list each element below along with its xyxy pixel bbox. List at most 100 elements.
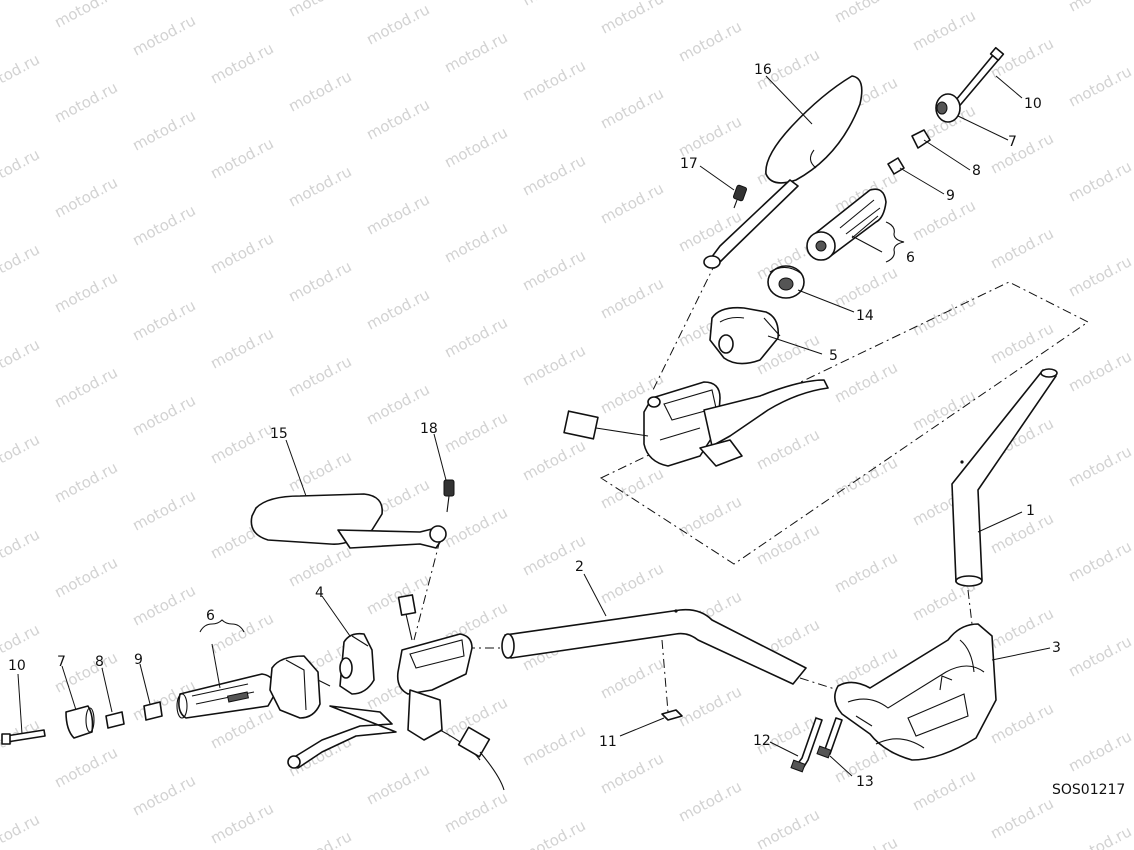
right-switch-housing <box>709 306 781 365</box>
watermark-text: motod.ru <box>285 827 354 850</box>
left-switch-cover-4 <box>339 632 375 695</box>
watermark-text: motod.ru <box>129 771 198 819</box>
watermark-text: motod.ru <box>129 296 198 344</box>
watermark-text: motod.ru <box>675 112 744 160</box>
watermark-text: motod.ru <box>0 335 43 383</box>
callout-9-right: 9 <box>946 188 955 204</box>
watermark-text: motod.ru <box>51 363 120 411</box>
watermark-text: motod.ru <box>51 268 120 316</box>
watermark-text: motod.ru <box>207 609 276 657</box>
callout-10-right: 10 <box>1024 96 1042 112</box>
watermark-text: motod.ru <box>51 458 120 506</box>
callout-14: 14 <box>856 308 874 324</box>
watermark-text: motod.ru <box>831 453 900 501</box>
watermark-text: motod.ru <box>285 447 354 495</box>
watermark-text: motod.ru <box>519 721 588 769</box>
watermark-text: motod.ru <box>207 799 276 847</box>
callout-12: 12 <box>753 733 771 749</box>
watermark-text: motod.ru <box>363 570 432 618</box>
watermark-text: motod.ru <box>909 386 978 434</box>
callout-9-left: 9 <box>134 652 143 668</box>
right-mirror <box>703 75 863 269</box>
watermark-text: motod.ru <box>831 833 900 850</box>
bar-end-spacer-8-right <box>911 129 931 149</box>
callout-7-left: 7 <box>57 654 66 670</box>
watermark-text: motod.ru <box>285 162 354 210</box>
bar-end-spacer-8-left <box>105 711 125 729</box>
callout-11: 11 <box>599 734 617 750</box>
callout-18: 18 <box>420 421 438 437</box>
left-mirror <box>250 493 447 549</box>
watermark-text: motod.ru <box>441 503 510 551</box>
right-grip <box>806 188 887 261</box>
watermark-text: motod.ru <box>831 0 900 27</box>
watermark-text: motod.ru <box>597 749 666 797</box>
watermark-text: motod.ru <box>285 67 354 115</box>
bar-end-weight-7-left <box>65 705 95 739</box>
watermark-text: motod.ru <box>1065 252 1134 300</box>
watermark-text: motod.ru <box>441 123 510 171</box>
watermark-text: motod.ru <box>363 95 432 143</box>
watermark-text: motod.ru <box>909 291 978 339</box>
watermark-text: motod.ru <box>597 559 666 607</box>
callout-6-right: 6 <box>906 250 915 266</box>
watermark-text: motod.ru <box>207 229 276 277</box>
watermark-text: motod.ru <box>441 788 510 836</box>
screw-12 <box>790 717 823 773</box>
watermark-text: motod.ru <box>987 129 1056 177</box>
watermark-text: motod.ru <box>1065 632 1134 680</box>
watermark-text: motod.ru <box>597 84 666 132</box>
callout-8-right: 8 <box>972 163 981 179</box>
watermark-text: motod.ru <box>129 11 198 59</box>
watermark-text: motod.ru <box>519 151 588 199</box>
watermark-text: motod.ru <box>1065 157 1134 205</box>
watermark-text: motod.ru <box>207 39 276 87</box>
watermark-text: motod.ru <box>0 240 43 288</box>
left-handlebar-tube <box>501 608 807 685</box>
watermark-text: motod.ru <box>597 654 666 702</box>
watermark-text: motod.ru <box>51 173 120 221</box>
watermark-text: motod.ru <box>1065 0 1134 16</box>
watermark-text: motod.ru <box>909 196 978 244</box>
watermark-text: motod.ru <box>519 56 588 104</box>
watermark-text: motod.ru <box>519 0 588 10</box>
bar-end-bolt-10-right <box>950 46 1005 111</box>
watermark-text: motod.ru <box>441 408 510 456</box>
watermark-text: motod.ru <box>909 6 978 54</box>
watermark-text: motod.ru <box>1065 62 1134 110</box>
watermark-text: motod.ru <box>0 0 43 4</box>
watermark-text: motod.ru <box>441 28 510 76</box>
watermark-text: motod.ru <box>675 682 744 730</box>
watermark-text: motod.ru <box>51 743 120 791</box>
callouts: 1 2 3 4 5 6 6 7 7 8 8 9 9 10 10 11 12 13… <box>8 62 1061 790</box>
screw-13 <box>816 717 843 759</box>
callout-16: 16 <box>754 62 772 78</box>
bar-end-bolt-10-left <box>1 729 46 745</box>
callout-10-left: 10 <box>8 658 26 674</box>
watermark-text: motod.ru <box>831 263 900 311</box>
callout-17: 17 <box>680 156 698 172</box>
watermark-text: motod.ru <box>363 760 432 808</box>
callout-5: 5 <box>829 348 838 364</box>
callout-2: 2 <box>575 559 584 575</box>
watermark-text: motod.ru <box>1065 442 1134 490</box>
watermark-text: motod.ru <box>519 816 588 850</box>
watermark-text: motod.ru <box>129 581 198 629</box>
left-switch-housing <box>269 655 397 769</box>
callout-13: 13 <box>856 774 874 790</box>
watermark-text: motod.ru <box>0 810 43 850</box>
handlebar-riser-clamp <box>834 623 997 761</box>
watermark-text: motod.ru <box>285 0 354 21</box>
watermark-text: motod.ru <box>1065 347 1134 395</box>
left-grip <box>176 673 277 719</box>
watermark-text: motod.ru <box>597 274 666 322</box>
bar-end-insert-9-right <box>887 157 905 175</box>
assembly-guides <box>413 261 1089 713</box>
watermark-text: motod.ru <box>753 805 822 850</box>
bar-end-weight-7-right <box>935 93 961 123</box>
callout-6-left: 6 <box>206 608 215 624</box>
watermark-text: motod.ru <box>519 246 588 294</box>
watermark-text: motod.ru <box>285 542 354 590</box>
watermark-text: motod.ru <box>285 352 354 400</box>
watermark-text: motod.ru <box>831 548 900 596</box>
